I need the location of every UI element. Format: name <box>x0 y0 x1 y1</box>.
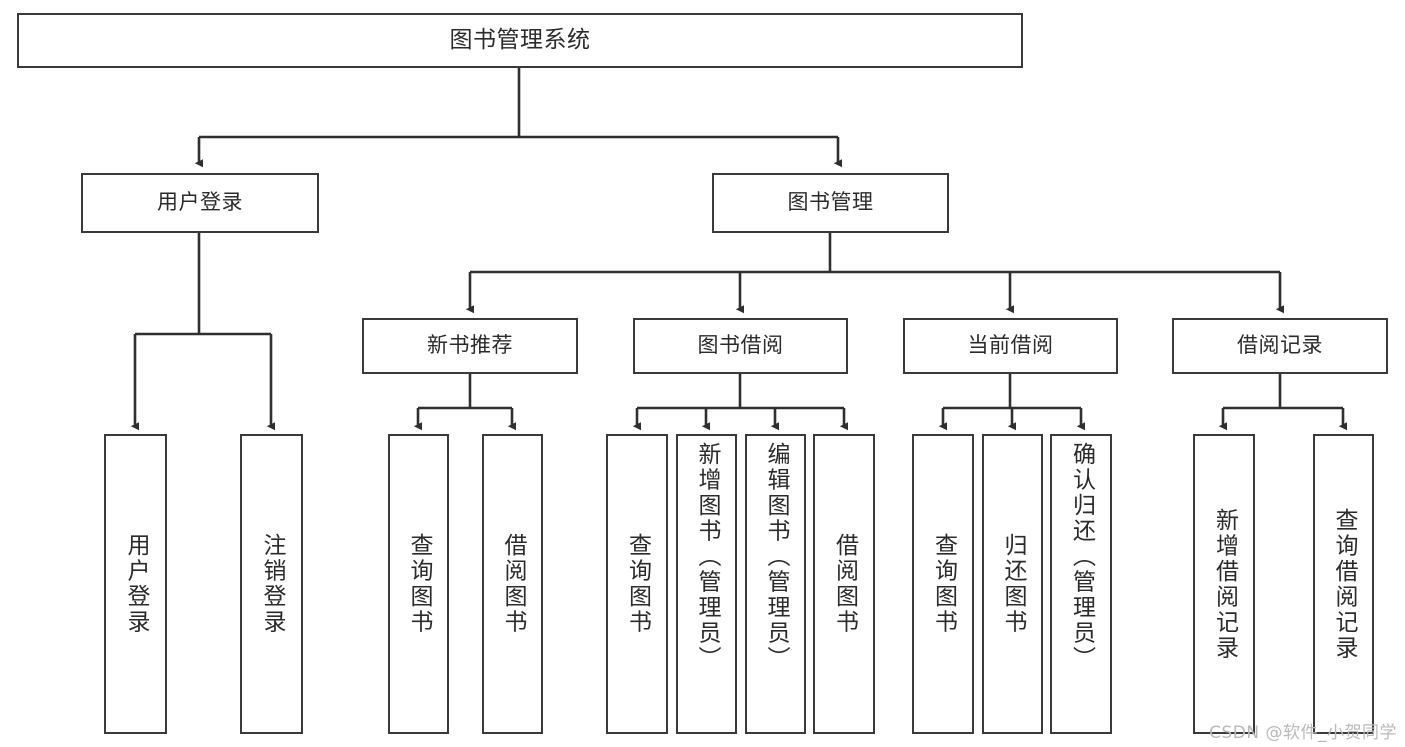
node-book-borrow-label: 图书借阅 <box>697 333 784 358</box>
node-current-borrow-label: 当前借阅 <box>967 333 1054 358</box>
node-leaf-borrow-book-2[interactable]: 借阅图书 <box>813 434 875 734</box>
node-leaf-query-record[interactable]: 查询借阅记录 <box>1313 434 1374 734</box>
node-user-login-label: 用户登录 <box>157 190 243 215</box>
node-leaf-add-record[interactable]: 新增借阅记录 <box>1193 434 1255 734</box>
node-book-management[interactable]: 图书管理 <box>712 173 949 233</box>
node-current-borrow[interactable]: 当前借阅 <box>903 318 1118 374</box>
node-leaf-edit-book[interactable]: 编辑图书（管理员） <box>745 434 806 734</box>
node-borrow-record[interactable]: 借阅记录 <box>1172 318 1388 374</box>
node-leaf-edit-book-label: 编辑图书（管理员） <box>763 442 789 672</box>
node-leaf-borrow-book-2-label: 借阅图书 <box>831 533 858 635</box>
node-leaf-query-book-1-label: 查询图书 <box>406 533 432 635</box>
node-leaf-query-book-2[interactable]: 查询图书 <box>606 434 668 734</box>
node-new-book-recommend[interactable]: 新书推荐 <box>362 318 578 374</box>
node-leaf-query-book-3[interactable]: 查询图书 <box>912 434 974 734</box>
node-new-book-recommend-label: 新书推荐 <box>427 333 513 358</box>
node-leaf-confirm-return[interactable]: 确认归还（管理员） <box>1050 434 1112 734</box>
node-book-management-label: 图书管理 <box>787 190 874 215</box>
node-leaf-query-book-1[interactable]: 查询图书 <box>388 434 449 734</box>
node-leaf-return-book[interactable]: 归还图书 <box>982 434 1043 734</box>
node-leaf-user-login-label: 用户登录 <box>123 533 149 635</box>
node-leaf-borrow-book-1[interactable]: 借阅图书 <box>482 434 543 734</box>
node-leaf-confirm-return-label: 确认归还（管理员） <box>1068 442 1095 672</box>
node-leaf-add-record-label: 新增借阅记录 <box>1211 507 1238 661</box>
node-leaf-query-book-3-label: 查询图书 <box>930 533 957 635</box>
node-root-label: 图书管理系统 <box>449 26 591 53</box>
node-leaf-add-book-label: 新增图书（管理员） <box>694 442 720 672</box>
node-leaf-logout-login[interactable]: 注销登录 <box>240 434 303 734</box>
node-book-borrow[interactable]: 图书借阅 <box>633 318 848 374</box>
node-leaf-query-record-label: 查询借阅记录 <box>1331 507 1357 661</box>
watermark-text: CSDN @软件_小贺同学 <box>1209 723 1397 743</box>
node-leaf-borrow-book-1-label: 借阅图书 <box>500 533 526 635</box>
node-leaf-user-login[interactable]: 用户登录 <box>104 434 167 734</box>
node-leaf-query-book-2-label: 查询图书 <box>624 533 651 635</box>
node-leaf-logout-login-label: 注销登录 <box>259 533 285 635</box>
node-borrow-record-label: 借阅记录 <box>1237 333 1323 358</box>
node-root[interactable]: 图书管理系统 <box>17 13 1023 68</box>
node-leaf-add-book[interactable]: 新增图书（管理员） <box>676 434 737 734</box>
node-user-login[interactable]: 用户登录 <box>81 173 319 233</box>
node-leaf-return-book-label: 归还图书 <box>1000 533 1026 635</box>
